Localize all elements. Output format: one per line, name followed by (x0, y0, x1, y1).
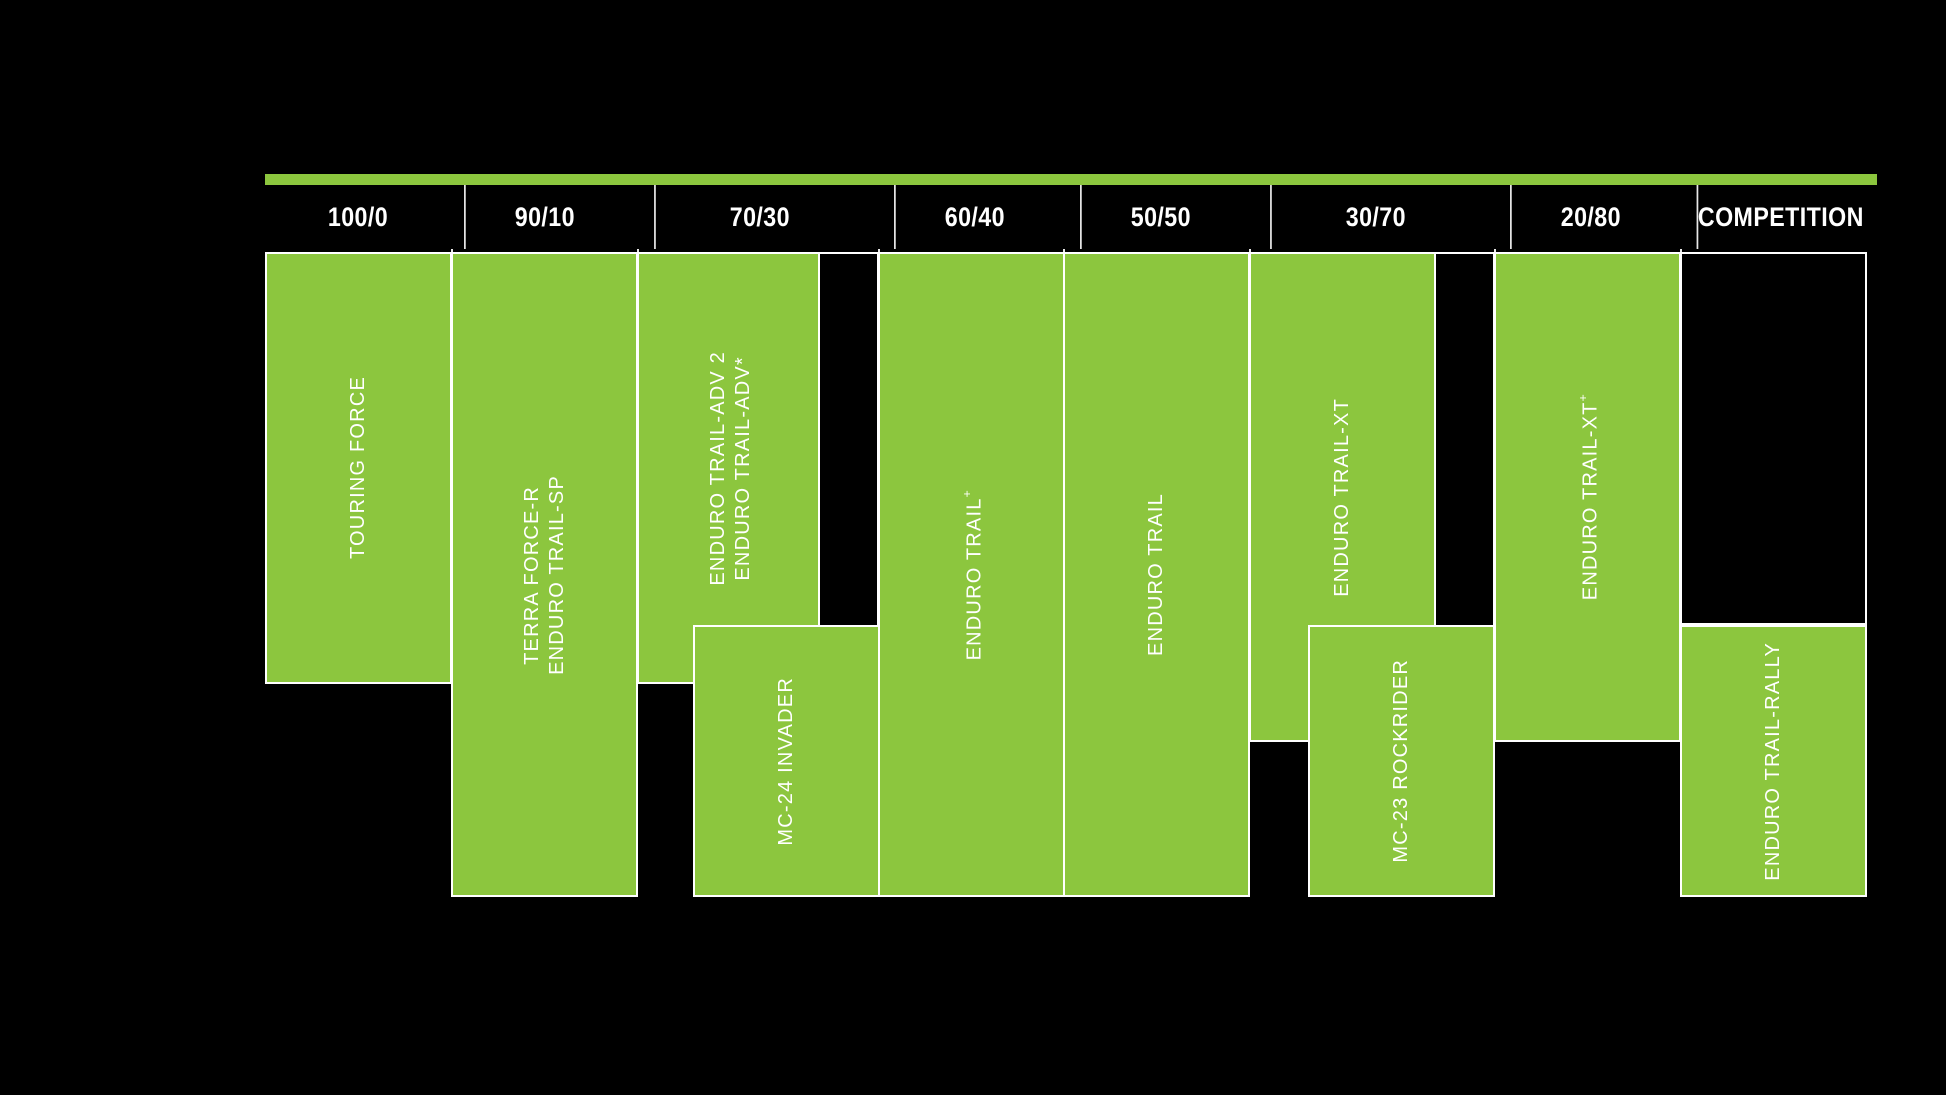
header-cell-90-10[interactable]: 90/10 (464, 185, 624, 249)
header-cell-20-80[interactable]: 20/80 (1510, 185, 1670, 249)
header-cell-100-0[interactable]: 100/0 (278, 185, 438, 249)
bar-label-wrap: MC-23 ROCKRIDER (1310, 627, 1493, 895)
header-cell-60-40[interactable]: 60/40 (894, 185, 1054, 249)
header-cell-50-50[interactable]: 50/50 (1080, 185, 1240, 249)
header-cell-label: 30/70 (1345, 201, 1406, 232)
header-cell-label: 60/40 (944, 201, 1005, 232)
column-separator-0 (451, 249, 453, 252)
bar-label-line: ENDURO TRAIL-XT+ (1576, 393, 1602, 601)
column-separator-5 (1494, 249, 1496, 252)
bar-label-wrap: ENDURO TRAIL (1065, 254, 1248, 895)
bar-label-line: ENDURO TRAIL-ADV* (731, 355, 754, 581)
column-separator-6 (1680, 249, 1682, 252)
bar-enduro-trail-plus[interactable]: ENDURO TRAIL+ (878, 252, 1065, 897)
header-cell-label: COMPETITION (1697, 201, 1864, 232)
top-accent-bar (265, 174, 1877, 185)
bar-label-line: ENDURO TRAIL-SP (545, 474, 568, 675)
bar-label: TOURING FORCE (346, 376, 371, 559)
bar-label-line: MC-24 INVADER (775, 676, 797, 846)
header-cell-label: 20/80 (1560, 201, 1621, 232)
bar-label: ENDURO TRAIL (1144, 493, 1169, 656)
plus-superscript: + (960, 488, 975, 498)
bar-label: ENDURO TRAIL-XT+ (1571, 393, 1604, 600)
plus-superscript: + (1576, 393, 1591, 402)
header-cell-label: 100/0 (327, 201, 389, 232)
bar-empty-30-70-right[interactable] (1434, 252, 1495, 632)
bar-label-wrap: ENDURO TRAIL+ (880, 254, 1063, 895)
bar-label-wrap: ENDURO TRAIL-RALLY (1682, 627, 1865, 895)
bar-label-wrap: TOURING FORCE (267, 254, 450, 682)
bar-enduro-trail[interactable]: ENDURO TRAIL (1063, 252, 1250, 897)
bar-label: ENDURO TRAIL+ (955, 489, 988, 660)
header-cell-label: 90/10 (514, 201, 575, 232)
column-separator-2 (878, 249, 880, 252)
bar-label-wrap: MC-24 INVADER (695, 627, 878, 895)
header-cell-30-70[interactable]: 30/70 (1270, 185, 1480, 249)
header-cell-competition[interactable]: COMPETITION (1696, 185, 1864, 249)
bar-mc-23-rockrider[interactable]: MC-23 ROCKRIDER (1308, 625, 1495, 897)
bar-label-line: ENDURO TRAIL+ (960, 488, 986, 661)
bar-mc-24-invader[interactable]: MC-24 INVADER (693, 625, 880, 897)
column-separator-1 (637, 249, 639, 252)
bar-label: MC-23 ROCKRIDER (1389, 659, 1414, 863)
column-separator-3 (1063, 249, 1065, 252)
bar-label: MC-24 INVADER (774, 677, 799, 846)
header-cell-label: 70/30 (729, 201, 790, 232)
header-cell-70-30[interactable]: 70/30 (654, 185, 864, 249)
bar-empty-70-30-right[interactable] (818, 252, 879, 632)
column-separator-4 (1249, 249, 1251, 252)
bar-label: ENDURO TRAIL-XT (1330, 398, 1355, 597)
bar-label-line: TERRA FORCE-R (520, 485, 543, 664)
bar-label-line: ENDURO TRAIL-RALLY (1762, 641, 1784, 881)
bar-label-line: TOURING FORCE (347, 376, 369, 560)
bar-label-wrap: ENDURO TRAIL-XT+ (1496, 254, 1679, 740)
header-cell-label: 50/50 (1130, 201, 1191, 232)
bar-touring-force[interactable]: TOURING FORCE (265, 252, 452, 684)
bar-label-line: ENDURO TRAIL-XT (1331, 397, 1353, 597)
bar-label-line: ENDURO TRAIL (1145, 493, 1167, 656)
ratio-header-row: 100/0 90/10 70/30 60/40 50/50 30/70 20/80 COMPE… (265, 185, 1877, 249)
bar-label-line: MC-23 ROCKRIDER (1390, 659, 1412, 863)
bar-empty-competition-top[interactable] (1680, 252, 1867, 625)
bar-label-line: ENDURO TRAIL-ADV 2 (706, 350, 729, 586)
bar-enduro-trail-rally[interactable]: ENDURO TRAIL-RALLY (1680, 625, 1867, 897)
bar-label: ENDURO TRAIL-RALLY (1761, 642, 1786, 881)
bar-enduro-trail-xt-plus[interactable]: ENDURO TRAIL-XT+ (1494, 252, 1681, 742)
